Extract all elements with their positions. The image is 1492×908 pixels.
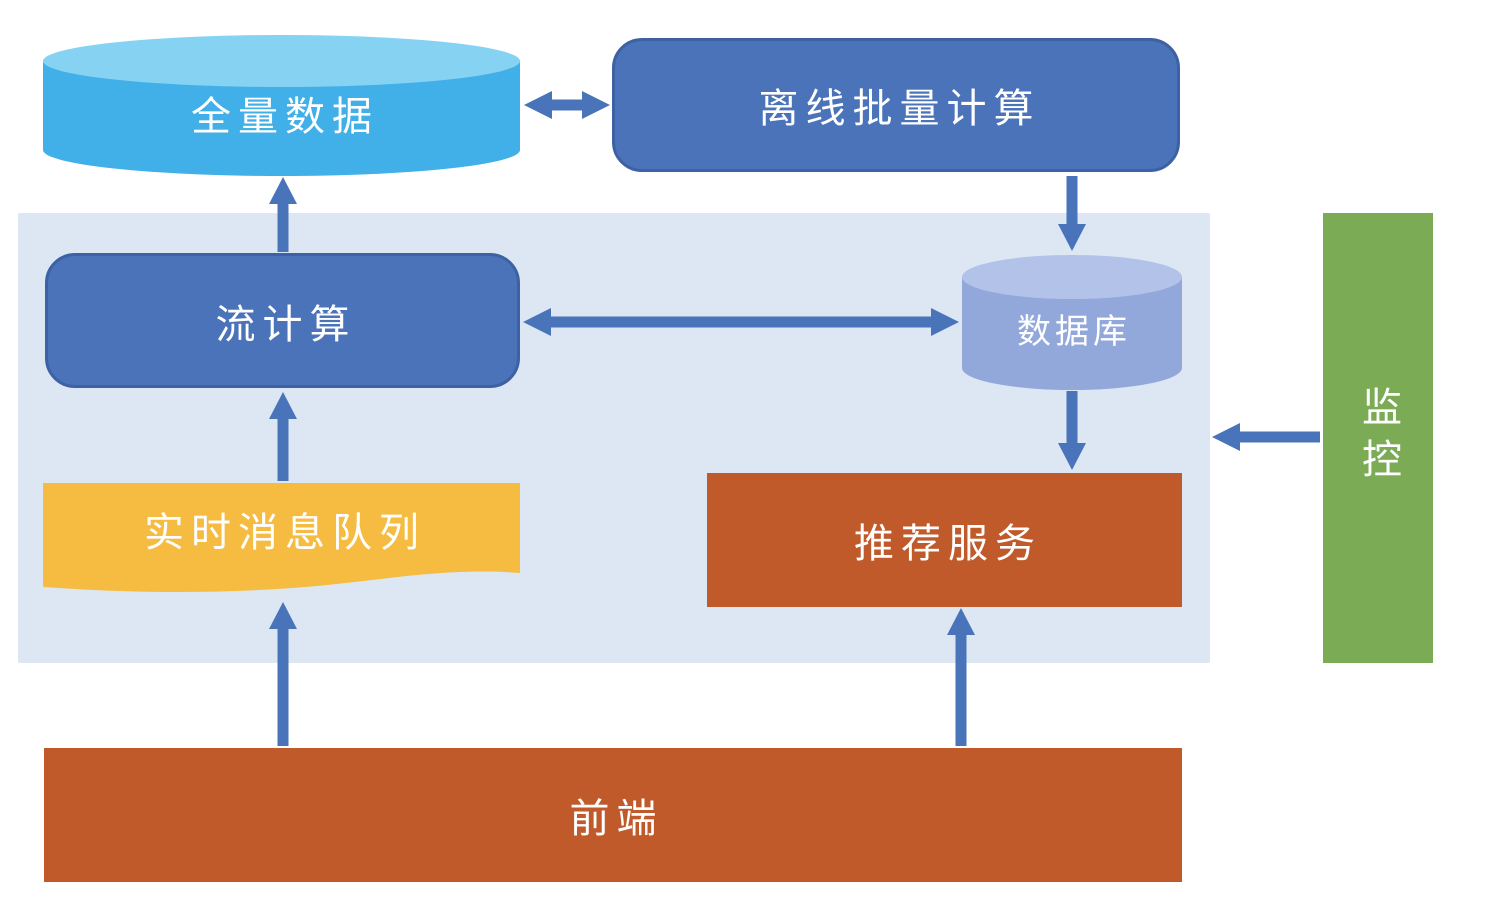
wave-document-icon xyxy=(43,483,520,593)
node-label-stream-compute: 流计算 xyxy=(215,302,357,347)
node-label-frontend: 前端 xyxy=(569,797,664,841)
node-label-database: 数据库 xyxy=(1017,313,1131,351)
node-frontend: 前端 xyxy=(44,748,1182,882)
node-label-realtime-queue: 实时消息队列 xyxy=(144,511,426,555)
node-label-recommend-service: 推荐服务 xyxy=(854,522,1042,566)
arrow-monitor-to-panel-icon xyxy=(1212,423,1320,451)
node-offline-batch: 离线批量计算 xyxy=(612,38,1180,172)
node-realtime-queue: 实时消息队列 xyxy=(43,483,520,597)
node-label-full-data: 全量数据 xyxy=(191,94,379,139)
node-database: 数据库 xyxy=(962,255,1182,390)
node-label-offline-batch: 离线批量计算 xyxy=(758,87,1041,131)
database-cylinder-icon xyxy=(43,35,520,176)
node-monitoring: 监控 xyxy=(1323,213,1433,663)
node-stream-compute: 流计算 xyxy=(45,253,520,388)
node-full-data: 全量数据 xyxy=(43,35,520,176)
node-recommend-service: 推荐服务 xyxy=(707,473,1182,607)
arrow-fulldata-offline-bidirectional-icon xyxy=(524,91,610,119)
node-label-monitoring: 监控 xyxy=(1356,386,1400,490)
database-cylinder-icon xyxy=(962,255,1182,390)
